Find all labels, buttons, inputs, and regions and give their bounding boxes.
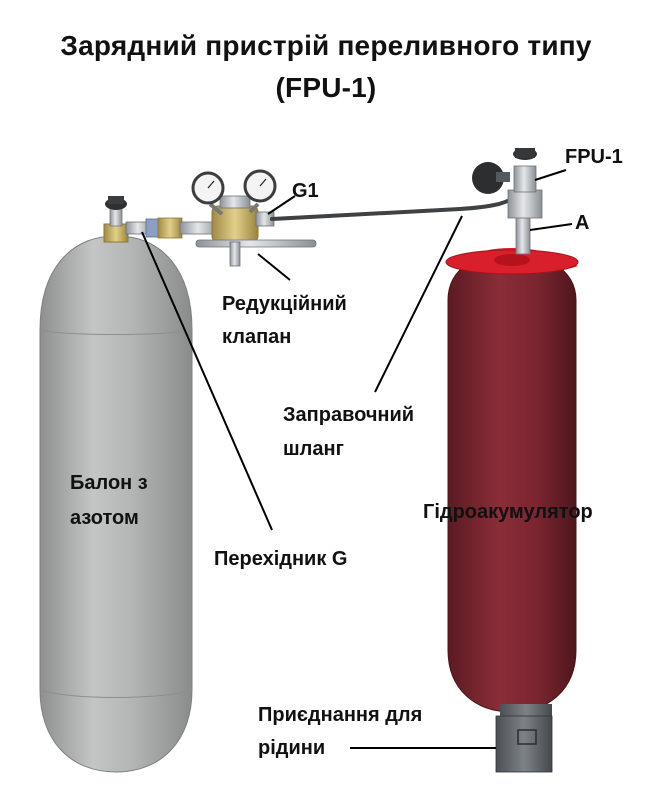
label-hose-line-1: Заправочний — [283, 404, 415, 426]
accumulator — [445, 248, 579, 773]
title-line-2: (FPU-1) — [275, 72, 377, 103]
label-fluid-line-2: рідини — [258, 737, 326, 759]
label-hose-line-2: шланг — [283, 438, 344, 460]
nitrogen-cylinder — [39, 196, 193, 773]
title-line-1: Зарядний пристрій переливного типу — [60, 30, 592, 61]
label-nitrogen-line-1: Балон з — [70, 472, 148, 494]
label-adapter: Перехідник G — [214, 548, 348, 570]
label-a: A — [575, 212, 590, 234]
label-accumulator: Гідроакумулятор — [423, 501, 593, 523]
label-nitrogen-line-2: азотом — [70, 507, 139, 529]
label-fpu1: FPU-1 — [565, 146, 623, 168]
fpu1-unit — [472, 148, 543, 255]
label-fluid-line-1: Приєднання для — [258, 704, 423, 726]
leader-lines — [141, 169, 573, 749]
reducer-assembly — [125, 169, 317, 267]
label-reducer-line-1: Редукційний — [222, 293, 347, 315]
label-reducer-line-2: клапан — [222, 326, 292, 348]
label-g1: G1 — [292, 180, 319, 202]
